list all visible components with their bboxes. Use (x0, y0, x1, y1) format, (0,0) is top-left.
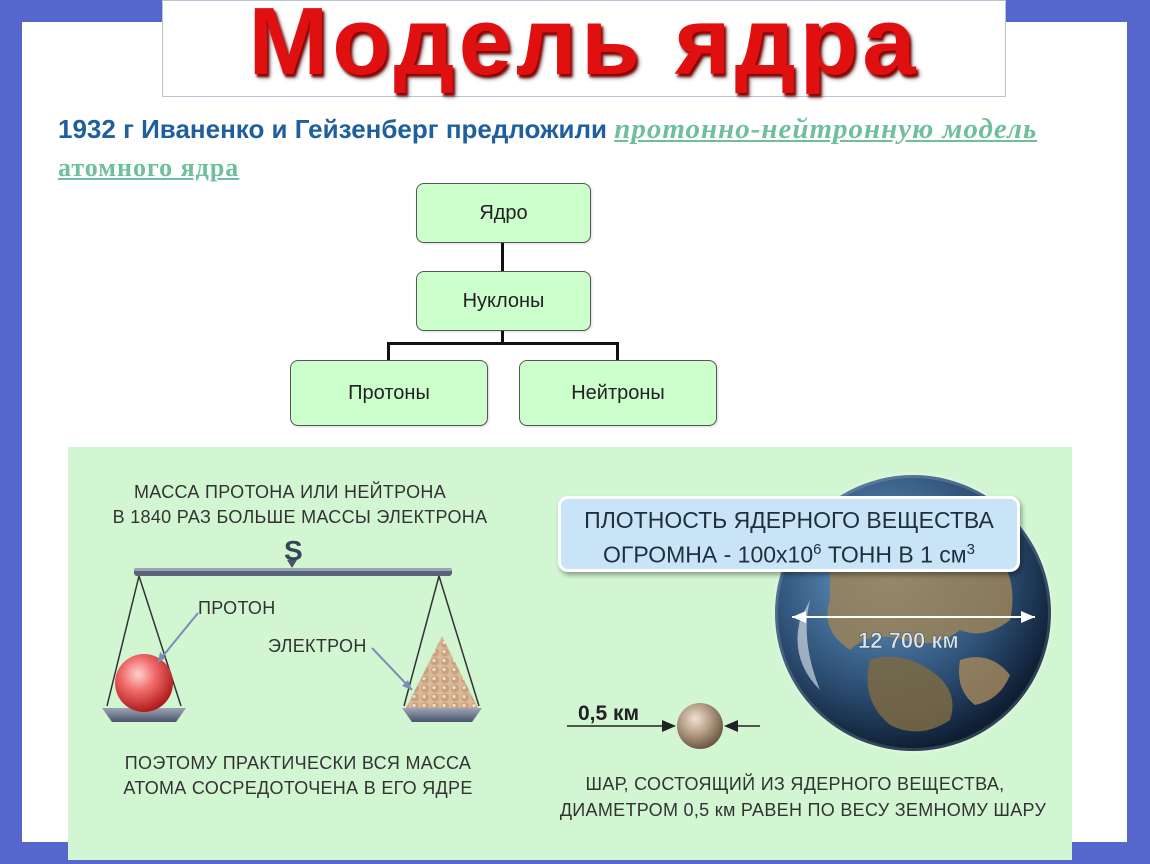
earth-diameter-label: 12 700 км (858, 628, 959, 653)
ball-caption-line1: ШАР, СОСТОЯЩИЙ ИЗ ЯДЕРНОГО ВЕЩЕСТВА, (585, 774, 1005, 794)
mass-caption-line2: В 1840 РАЗ БОЛЬШЕ МАССЫ ЭЛЕКТРОНА (112, 507, 488, 527)
proton-label: ПРОТОН (198, 598, 276, 618)
connector-left-leaf (387, 342, 390, 360)
title-box: Модель ядра (162, 0, 1006, 97)
connector-root-middle (501, 242, 504, 272)
balance-scale (102, 560, 482, 722)
proton-sphere (115, 654, 173, 712)
electron-pile (406, 636, 478, 708)
proton-pointer (157, 612, 199, 663)
density-unit-exponent: 3 (966, 541, 975, 558)
density-line2-suffix: ТОНН В 1 см (821, 541, 967, 568)
electron-label: ЭЛЕКТРОН (268, 636, 367, 656)
node-neutrons: Нейтроны (519, 360, 717, 426)
mass-caption-line1: МАССА ПРОТОНА ИЛИ НЕЙТРОНА (134, 482, 446, 502)
connector-middle-down (501, 330, 504, 344)
nuclear-matter-ball (677, 703, 723, 749)
density-callout: ПЛОТНОСТЬ ЯДЕРНОГО ВЕЩЕСТВА ОГРОМНА - 10… (558, 496, 1020, 572)
hook-glyph: S (284, 535, 303, 566)
intro-highlight-tail: атомного ядра (58, 153, 240, 182)
conclusion-line1: ПОЭТОМУ ПРАКТИЧЕСКИ ВСЯ МАССА (124, 753, 472, 773)
connector-right-leaf (616, 342, 619, 360)
intro-highlight: протонно-нейтронную модель (614, 113, 1038, 145)
conclusion-line2: АТОМА СОСРЕДОТОЧЕНА В ЕГО ЯДРЕ (123, 778, 473, 798)
ball-diameter-label: 0,5 км (578, 702, 639, 725)
node-protons: Протоны (290, 360, 488, 426)
ball-caption-line2: ДИАМЕТРОМ 0,5 км РАВЕН ПО ВЕСУ ЗЕМНОМУ Ш… (559, 800, 1047, 820)
density-exponent: 6 (813, 541, 822, 558)
density-line2-prefix: ОГРОМНА - 100х10 (603, 541, 814, 568)
ball-diameter-arrows (567, 720, 760, 732)
density-line2: ОГРОМНА - 100х106 ТОНН В 1 см3 (561, 535, 1017, 570)
node-nucleus: Ядро (416, 183, 591, 243)
earth-diameter-arrow (792, 611, 1035, 623)
intro-text: 1932 г Иваненко и Гейзенберг предложили … (58, 110, 1098, 187)
intro-plain: 1932 г Иваненко и Гейзенберг предложили (58, 114, 607, 144)
slide-title: Модель ядра (248, 0, 920, 95)
density-line1: ПЛОТНОСТЬ ЯДЕРНОГО ВЕЩЕСТВА (584, 507, 994, 533)
node-nucleons: Нуклоны (416, 271, 591, 331)
connector-horizontal (387, 342, 619, 345)
